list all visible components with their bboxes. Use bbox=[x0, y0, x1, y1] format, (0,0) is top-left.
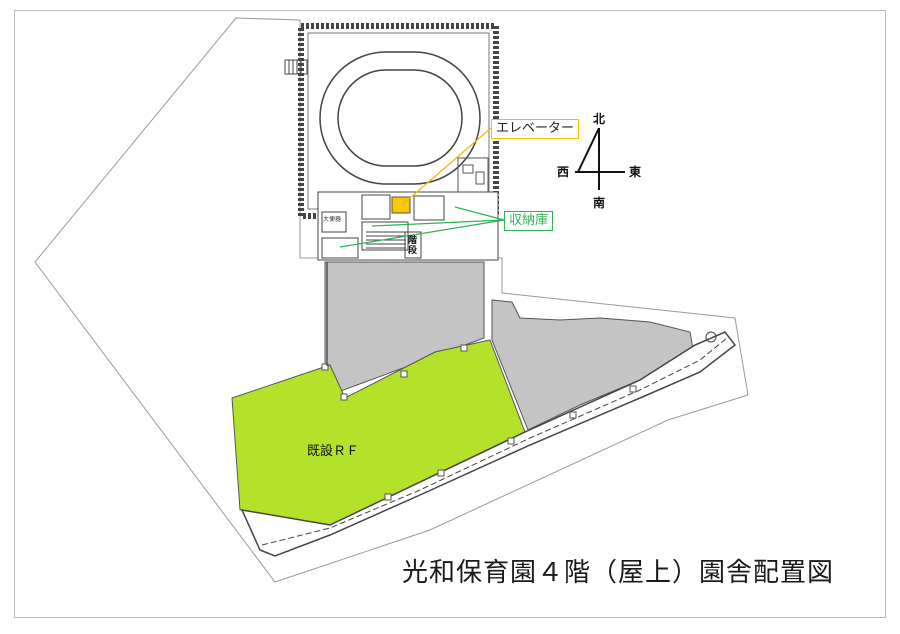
storage-leader-3 bbox=[339, 219, 505, 248]
compass-east: 東 bbox=[629, 165, 642, 179]
balcony-rail bbox=[261, 337, 728, 546]
storage-leader-2 bbox=[371, 219, 505, 227]
compass-icon bbox=[575, 127, 625, 190]
elevator-leader bbox=[402, 127, 492, 205]
elevator-shaft bbox=[391, 196, 411, 214]
exterior-stair bbox=[284, 59, 308, 75]
compass-north: 北 bbox=[593, 112, 606, 126]
site-boundary bbox=[34, 17, 749, 583]
map-frame bbox=[14, 10, 886, 618]
column-markers bbox=[321, 344, 637, 501]
existing-rf-label: 既設ＲＦ bbox=[307, 444, 360, 459]
compass-south: 南 bbox=[593, 196, 606, 210]
page-title: 光和保育園４階（屋上）園舎配置図 bbox=[402, 558, 835, 588]
oval-track-outer bbox=[319, 51, 481, 185]
perimeter-balcony bbox=[240, 331, 737, 557]
storage-label: 収納庫 bbox=[504, 211, 554, 231]
storage-leader-1 bbox=[454, 206, 505, 221]
oval-track-inner bbox=[337, 69, 463, 167]
compass-west: 西 bbox=[557, 165, 570, 179]
elevator-label: エレベーター bbox=[491, 119, 580, 139]
small-room-label: 大便器 bbox=[323, 216, 342, 223]
stairs-label: 階段 bbox=[408, 236, 418, 256]
circular-feature bbox=[705, 331, 717, 343]
